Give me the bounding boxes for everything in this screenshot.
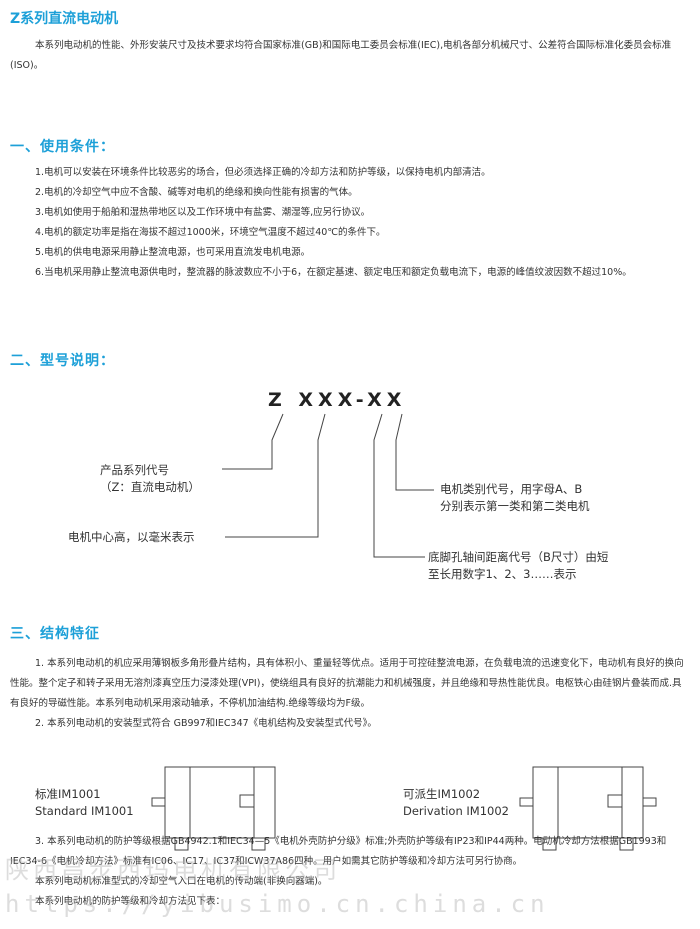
watermark-url: https://yibusimo.cn.china.cn — [5, 890, 550, 918]
watermark-company: 陕西昌步西玛电机有限公司 — [5, 856, 341, 884]
intro-paragraph: 本系列电动机的性能、外形安装尺寸及技术要求均符合国家标准(GB)和国际电工委员会… — [10, 40, 672, 71]
list-item: 2.电机的冷却空气中应不含酸、碱等对电机的绝缘和换向性能有损害的气体。 — [35, 187, 358, 198]
list-item: 6.当电机采用静止整流电源供电时，整流器的脉波数应不小于6，在额定基速、额定电压… — [35, 267, 632, 278]
conditions-list: 1.电机可以安装在环境条件比较恶劣的场合，但必须选择正确的冷却方法和防护等级，以… — [10, 163, 690, 283]
motor-diagram-standard — [151, 766, 276, 851]
list-item: 4.电机的额定功率是指在海拔不超过1000米，环境空气温度不超过40℃的条件下。 — [35, 227, 386, 238]
motor-diagram-derivation — [519, 766, 657, 851]
label-foot-distance: 底脚孔轴间距离代号（B尺寸）由短至长用数字1、2、3……表示 — [428, 550, 609, 581]
structure-paragraphs: 1. 本系列电动机的机应采用薄钢板多角形叠片结构，具有体积小、重量轻等优点。适用… — [10, 658, 684, 729]
model-code: Z XXX-XX — [268, 389, 407, 411]
protection-paragraphs: 3. 本系列电动机的防护等级根据GB4942.1和IEC34—5《电机外壳防护分… — [10, 836, 667, 907]
list-item: 1.电机可以安装在环境条件比较恶劣的场合，但必须选择正确的冷却方法和防护等级，以… — [35, 167, 491, 178]
list-item: 3.电机如使用于船舶和湿热带地区以及工作环境中有盐雾、潮湿等,应另行协议。 — [35, 207, 371, 218]
label-center-height: 电机中心高，以毫米表示 — [68, 530, 195, 544]
list-item: 5.电机的供电电源采用静止整流电源，也可采用直流发电机电源。 — [35, 247, 311, 258]
section-heading-model: 二、型号说明： — [10, 353, 115, 369]
page-title: Z系列直流电动机 — [10, 11, 119, 27]
section-heading-conditions: 一、使用条件： — [10, 139, 115, 155]
label-series: 产品系列代号（Z：直流电动机） — [100, 463, 200, 494]
section-heading-structure: 三、结构特征 — [10, 626, 100, 642]
